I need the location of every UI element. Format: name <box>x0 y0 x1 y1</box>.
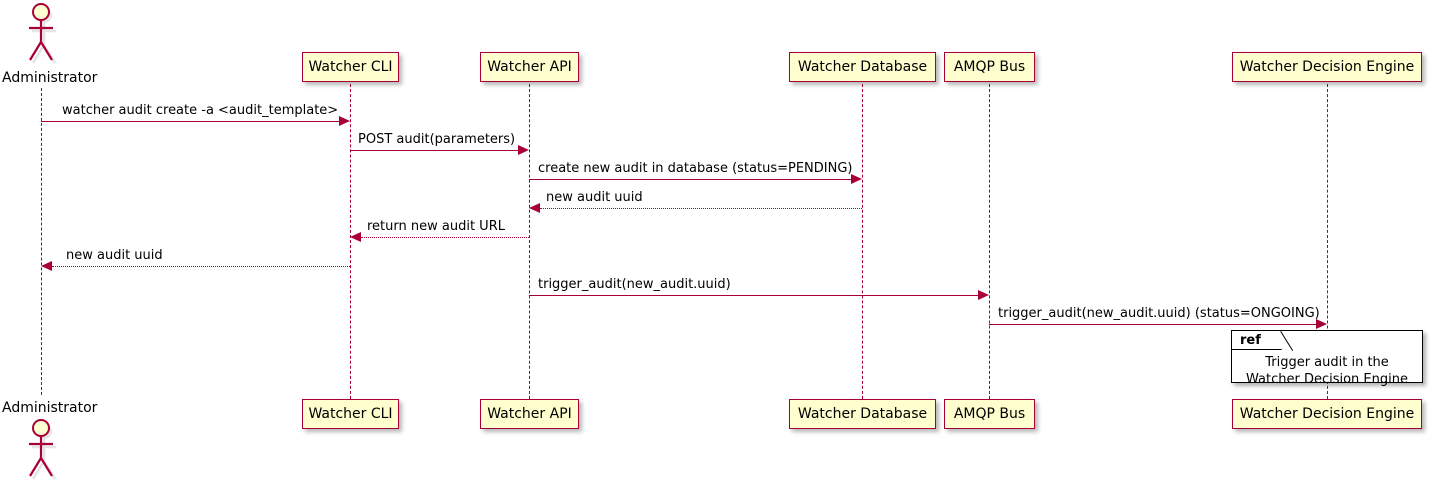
message-label-m4: new audit uuid <box>546 190 643 205</box>
message-label-m2: POST audit(parameters) <box>358 132 516 147</box>
participant-label-watcher-database-bottom: Watcher Database <box>797 406 928 422</box>
message-arrowhead-m7 <box>978 290 989 300</box>
participant-label-amqp-bus-bottom: AMQP Bus <box>953 406 1026 422</box>
participant-label-watcher-database-top: Watcher Database <box>797 59 928 75</box>
message-arrowhead-m8 <box>1316 319 1327 329</box>
participant-label-watcher-cli-bottom: Watcher CLI <box>308 406 393 422</box>
participant-watcher-api-top[interactable]: Watcher API <box>480 52 579 82</box>
lifeline-administrator <box>41 88 42 395</box>
participant-watcher-api-bottom[interactable]: Watcher API <box>480 399 579 429</box>
message-arrowhead-m1 <box>339 116 350 126</box>
participant-watcher-cli-top[interactable]: Watcher CLI <box>302 52 399 82</box>
participant-watcher-database-top[interactable]: Watcher Database <box>789 52 936 82</box>
participant-label-watcher-cli-top: Watcher CLI <box>308 59 393 75</box>
message-label-m6: new audit uuid <box>66 248 163 263</box>
actor-administrator-top <box>29 3 57 64</box>
message-line-m6 <box>52 266 350 267</box>
participant-watcher-decision-engine-bottom[interactable]: Watcher Decision Engine <box>1232 399 1422 429</box>
message-arrowhead-m6 <box>41 261 52 271</box>
message-line-m5 <box>361 237 529 238</box>
message-label-m8: trigger_audit(new_audit.uuid) (status=ON… <box>998 306 1320 321</box>
ref-fragment-body-line2: Watcher Decision Engine <box>1246 372 1408 387</box>
participant-watcher-database-bottom[interactable]: Watcher Database <box>789 399 936 429</box>
message-arrowhead-m4 <box>529 203 540 213</box>
ref-fragment-tag-fold-icon <box>1280 331 1293 350</box>
message-line-m8 <box>989 324 1319 325</box>
message-line-m1 <box>41 121 341 122</box>
actor-label-administrator-bottom: Administrator <box>2 400 98 416</box>
message-label-m5: return new audit URL <box>367 219 505 234</box>
message-line-m2 <box>350 150 521 151</box>
lifeline-watcher-decision-engine <box>1327 84 1328 399</box>
participant-label-amqp-bus-top: AMQP Bus <box>953 59 1026 75</box>
message-line-m7 <box>529 295 981 296</box>
lifeline-watcher-api <box>529 84 530 399</box>
participant-watcher-decision-engine-top[interactable]: Watcher Decision Engine <box>1232 52 1422 82</box>
ref-fragment-tag-label: ref <box>1240 332 1261 348</box>
message-line-m4 <box>540 208 862 209</box>
message-arrowhead-m5 <box>350 232 361 242</box>
message-label-m3: create new audit in database (status=PEN… <box>538 161 853 176</box>
participant-amqp-bus-top[interactable]: AMQP Bus <box>944 52 1035 82</box>
message-label-m1: watcher audit create -a <audit_template> <box>62 103 339 118</box>
participant-label-watcher-api-bottom: Watcher API <box>487 406 572 422</box>
lifeline-amqp-bus <box>989 84 990 399</box>
message-arrowhead-m2 <box>518 145 529 155</box>
ref-fragment-body-line1: Trigger audit in the <box>1265 355 1389 370</box>
message-label-m7: trigger_audit(new_audit.uuid) <box>538 277 731 292</box>
actor-label-administrator-top: Administrator <box>2 70 98 86</box>
ref-fragment-tag: ref <box>1232 331 1282 350</box>
participant-watcher-cli-bottom[interactable]: Watcher CLI <box>302 399 399 429</box>
message-arrowhead-m3 <box>851 174 862 184</box>
actor-administrator-bottom <box>29 419 57 480</box>
participant-label-watcher-decision-engine-top: Watcher Decision Engine <box>1239 59 1415 75</box>
participant-label-watcher-decision-engine-bottom: Watcher Decision Engine <box>1239 406 1415 422</box>
ref-fragment: ref Trigger audit in the Watcher Decisio… <box>1231 330 1423 387</box>
participant-label-watcher-api-top: Watcher API <box>487 59 572 75</box>
lifeline-watcher-database <box>862 84 863 399</box>
participant-amqp-bus-bottom[interactable]: AMQP Bus <box>944 399 1035 429</box>
message-line-m3 <box>529 179 854 180</box>
